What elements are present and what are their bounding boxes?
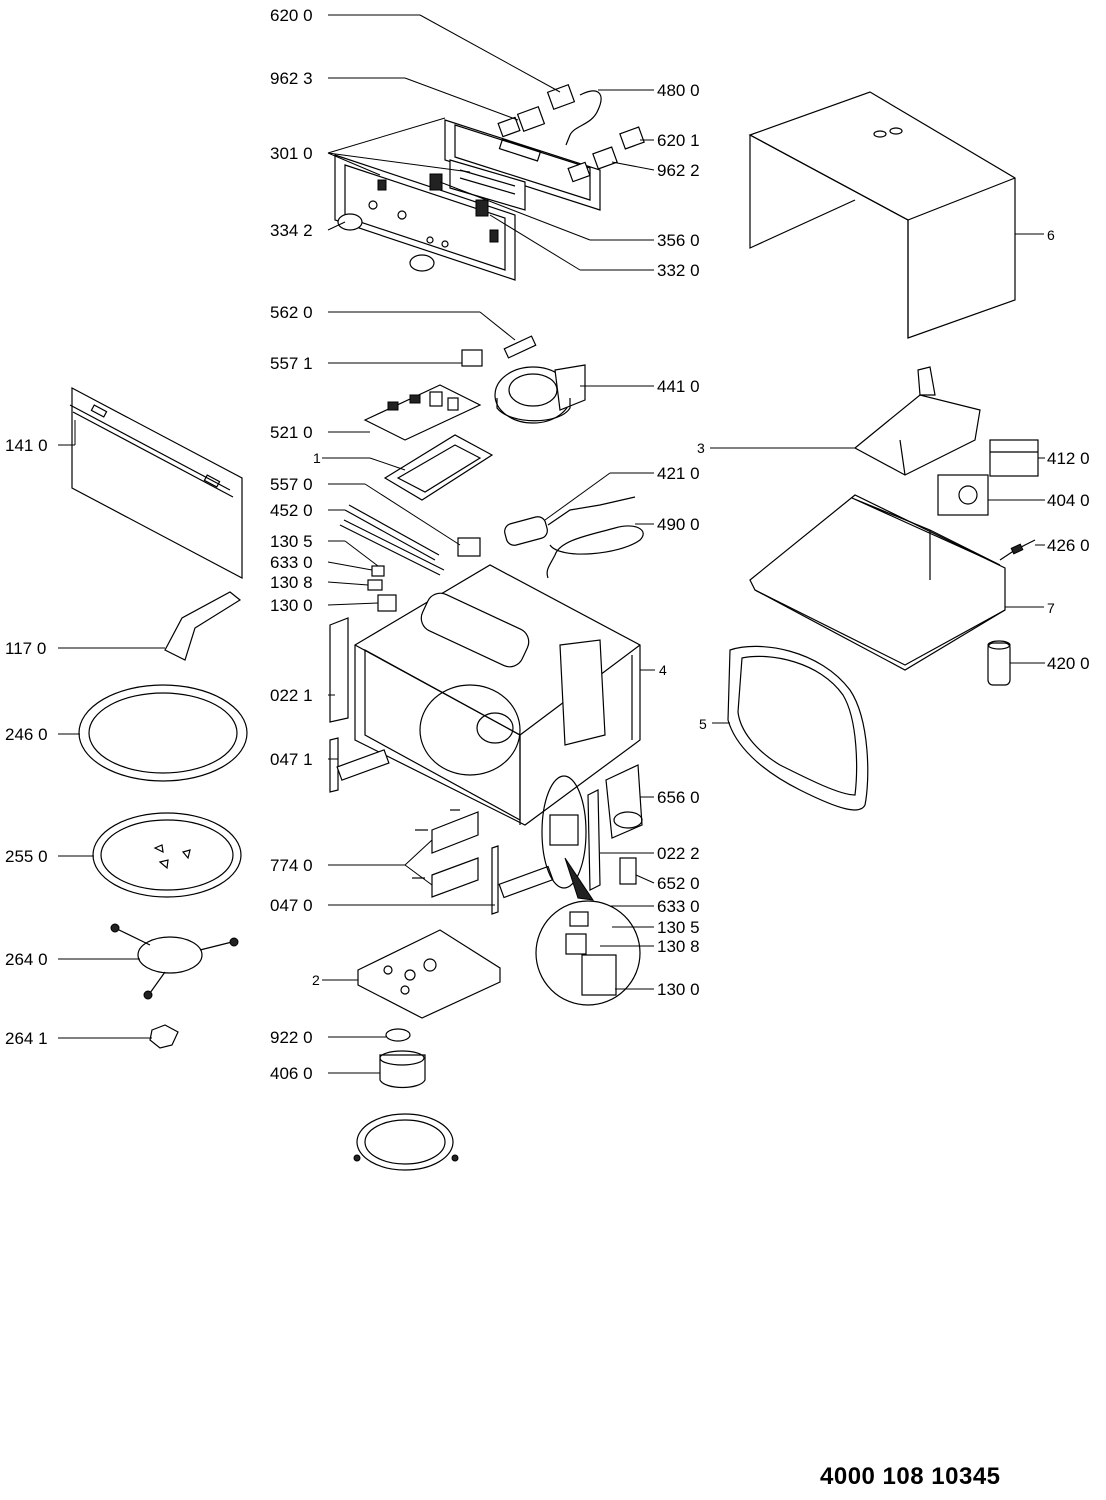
hv-capacitor-part (987, 640, 1011, 686)
callout-334-2: 334 2 (270, 221, 313, 240)
callout-2: 2 (312, 972, 320, 988)
callout-5: 5 (699, 716, 707, 732)
callout-130-8-lower: 130 8 (657, 937, 700, 956)
callout-620-1: 620 1 (657, 131, 700, 150)
callout-557-1: 557 1 (270, 354, 313, 373)
callout-962-2: 962 2 (657, 161, 700, 180)
callout-420-0: 420 0 (1047, 654, 1090, 673)
lower-hinge-part (491, 789, 601, 915)
turntable-ring-part (78, 684, 248, 782)
callout-633-0-upper: 633 0 (270, 553, 313, 572)
callout-264-0: 264 0 (5, 950, 48, 969)
callout-246-0: 246 0 (5, 725, 48, 744)
callout-130-0-lower: 130 0 (657, 980, 700, 999)
transformer-part (989, 439, 1039, 477)
callout-620-0: 620 0 (270, 6, 313, 25)
callout-480-0: 480 0 (657, 81, 700, 100)
callout-130-5-lower: 130 5 (657, 918, 700, 937)
callout-3: 3 (697, 440, 705, 456)
callout-130-8-upper: 130 8 (270, 573, 313, 592)
callout-264-1: 264 1 (5, 1029, 48, 1048)
callout-1: 1 (313, 450, 321, 466)
callout-255-0: 255 0 (5, 847, 48, 866)
shim-plate-parts (412, 809, 479, 898)
callout-7: 7 (1047, 600, 1055, 616)
callout-130-0-upper: 130 0 (270, 596, 313, 615)
callout-652-0: 652 0 (657, 874, 700, 893)
callout-421-0: 421 0 (657, 464, 700, 483)
callout-562-0: 562 0 (270, 303, 313, 322)
side-plate-part (329, 617, 349, 723)
callout-047-0: 047 0 (270, 896, 313, 915)
switch-lamp-parts (497, 84, 645, 183)
callout-022-1: 022 1 (270, 686, 313, 705)
callout-412-0: 412 0 (1047, 449, 1090, 468)
callout-633-0-lower: 633 0 (657, 897, 700, 916)
door-part (69, 387, 243, 579)
callout-521-0: 521 0 (270, 423, 313, 442)
callout-356-0: 356 0 (657, 231, 700, 250)
callout-4: 4 (659, 662, 667, 678)
callout-452-0: 452 0 (270, 501, 313, 520)
control-panel-part (334, 119, 601, 281)
callout-130-5-upper: 130 5 (270, 532, 313, 551)
hinge-part (329, 737, 390, 793)
callout-557-0: 557 0 (270, 475, 313, 494)
capacitor-part (504, 496, 644, 579)
callout-332-0: 332 0 (657, 261, 700, 280)
callout-922-0: 922 0 (270, 1028, 313, 1047)
callout-141-0: 141 0 (5, 436, 48, 455)
latch-parts (605, 764, 643, 885)
circuit-board-part (363, 384, 494, 501)
door-frame-part (727, 645, 869, 811)
cavity-part (354, 564, 641, 826)
detail-view-circles (535, 775, 641, 1006)
bottom-plate-part (357, 929, 501, 1019)
fan-motor-parts (461, 335, 586, 424)
handle-part (164, 591, 242, 661)
air-guide-part (853, 366, 981, 476)
callout-406-0: 406 0 (270, 1064, 313, 1083)
magnetron-part (937, 474, 989, 516)
outer-cabinet-part (748, 91, 1016, 339)
document-number: 4000 108 10345 (820, 1463, 1001, 1490)
knob-part (337, 213, 435, 272)
callout-labels: 620 0 962 3 480 0 620 1 301 0 962 2 356 … (5, 6, 1090, 1083)
motor-parts (353, 1028, 459, 1171)
micro-switch-parts-upper (367, 565, 397, 612)
callout-426-0: 426 0 (1047, 536, 1090, 555)
callout-301-0: 301 0 (270, 144, 313, 163)
diode-part (999, 539, 1036, 561)
leader-lines (58, 14, 1045, 1074)
callout-490-0: 490 0 (657, 515, 700, 534)
callout-774-0: 774 0 (270, 856, 313, 875)
callout-022-2: 022 2 (657, 844, 700, 863)
base-plate-part (749, 494, 1006, 671)
coupler-part (149, 1024, 179, 1049)
thermostat-and-rods-parts (339, 504, 481, 576)
glass-tray-part (92, 812, 242, 898)
callout-656-0: 656 0 (657, 788, 700, 807)
callout-047-1: 047 1 (270, 750, 313, 769)
callout-962-3: 962 3 (270, 69, 313, 88)
callout-441-0: 441 0 (657, 377, 700, 396)
roller-support-part (110, 923, 239, 1000)
callout-6: 6 (1047, 227, 1055, 243)
callout-404-0: 404 0 (1047, 491, 1090, 510)
callout-117-0: 117 0 (5, 639, 46, 658)
